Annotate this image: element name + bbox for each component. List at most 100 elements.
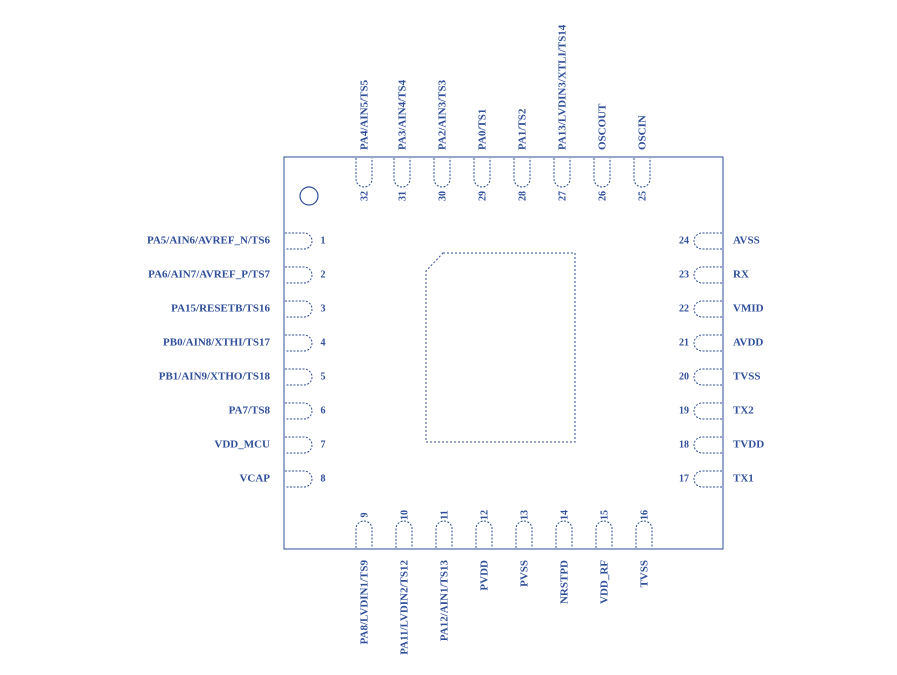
pin-pad-4 <box>285 334 313 352</box>
pin-label-4: PB0/AIN8/XTHI/TS17 <box>163 337 270 349</box>
package-body <box>283 156 724 550</box>
exposed-thermal-pad <box>425 252 576 443</box>
pin-label-23: RX <box>733 269 749 281</box>
pin-label-5: PB1/AIN9/XTHO/TS18 <box>159 371 271 383</box>
pin-number-6: 6 <box>321 405 326 416</box>
pin-label-2: PA6/AIN7/AVREF_P/TS7 <box>148 269 270 281</box>
pin-pad-21 <box>693 334 722 352</box>
pin-pad-30 <box>433 158 451 188</box>
pin-number-32: 32 <box>359 191 370 201</box>
pin-pad-9 <box>355 520 373 548</box>
pin-number-16: 16 <box>639 510 650 520</box>
pin-pad-27 <box>553 158 571 188</box>
pin-number-23: 23 <box>679 269 689 280</box>
pin-number-2: 2 <box>321 269 326 280</box>
pin-number-3: 3 <box>321 303 326 314</box>
pin-pad-14 <box>555 520 573 548</box>
pin-label-32: PA4/AIN5/TS5 <box>359 79 371 150</box>
pin-pad-24 <box>693 232 722 250</box>
pin-number-1: 1 <box>321 235 326 246</box>
pin-label-16: TVSS <box>639 560 651 588</box>
pin-pad-5 <box>285 368 313 386</box>
pin-pad-17 <box>693 470 722 488</box>
pin-pad-32 <box>355 158 373 188</box>
pin-number-21: 21 <box>679 337 689 348</box>
pin-label-9: PA8/LVDIN1/TS9 <box>359 560 371 645</box>
pin-number-17: 17 <box>679 473 689 484</box>
pin-label-21: AVDD <box>733 337 763 349</box>
pin-number-13: 13 <box>519 510 530 520</box>
pin-number-29: 29 <box>477 191 488 201</box>
pin-number-4: 4 <box>321 337 326 348</box>
pin-number-26: 26 <box>597 191 608 201</box>
pin-number-12: 12 <box>479 510 490 520</box>
pin-label-20: TVSS <box>733 371 761 383</box>
pin-pad-1 <box>285 232 313 250</box>
pin-label-31: PA3/AIN4/TS4 <box>397 79 409 150</box>
pin-label-3: PA15/RESETB/TS16 <box>171 303 270 315</box>
pin-pad-31 <box>393 158 411 188</box>
pin-pad-18 <box>693 436 722 454</box>
pin-label-12: PVDD <box>479 560 491 591</box>
pin-number-28: 28 <box>517 191 528 201</box>
pin-label-7: VDD_MCU <box>214 439 270 451</box>
pin-number-31: 31 <box>397 191 408 201</box>
pin-label-26: OSCOUT <box>597 103 609 150</box>
pin-number-10: 10 <box>399 510 410 520</box>
pin-pad-29 <box>473 158 491 188</box>
pin-pad-26 <box>593 158 611 188</box>
pin-pad-2 <box>285 266 313 284</box>
pin-pad-15 <box>595 520 613 548</box>
pin-label-17: TX1 <box>733 473 754 485</box>
pin-pad-28 <box>513 158 531 188</box>
pin-label-27: PA13/LVDIN3/XTLI/TS14 <box>557 24 569 150</box>
pin-number-24: 24 <box>679 235 689 246</box>
pin-label-28: PA1/TS2 <box>517 108 529 150</box>
pin-number-14: 14 <box>559 510 570 520</box>
pin-pad-16 <box>635 520 653 548</box>
pin-label-29: PA0/TS1 <box>477 109 489 150</box>
pin-pad-12 <box>475 520 493 548</box>
pin-number-5: 5 <box>321 371 326 382</box>
pin-label-18: TVDD <box>733 439 764 451</box>
pin-label-13: PVSS <box>519 560 531 587</box>
pin-number-22: 22 <box>679 303 689 314</box>
pin-label-11: PA12/AIN1/TS13 <box>439 560 451 642</box>
pin-label-6: PA7/TS8 <box>229 405 271 417</box>
pin-pad-8 <box>285 470 313 488</box>
pin-number-8: 8 <box>321 473 326 484</box>
pin-pad-19 <box>693 402 722 420</box>
pin-number-25: 25 <box>637 191 648 201</box>
pin-number-18: 18 <box>679 439 689 450</box>
pin-label-22: VMID <box>733 303 764 315</box>
pins-layer: 1 PA5/AIN6/AVREF_N/TS6 2 PA6/AIN7/AVREF_P/T… <box>147 24 764 655</box>
pin-number-19: 19 <box>679 405 689 416</box>
pin-pad-22 <box>693 300 722 318</box>
pin-number-30: 30 <box>437 191 448 201</box>
pin-number-7: 7 <box>321 439 326 450</box>
pin-number-15: 15 <box>599 510 610 520</box>
pin-number-27: 27 <box>557 191 568 201</box>
pin-pad-25 <box>633 158 651 188</box>
pin-label-15: VDD_RF <box>599 560 611 604</box>
pin-pad-10 <box>395 520 413 548</box>
pin-label-10: PA11/LVDIN2/TS12 <box>399 560 411 655</box>
pin-pad-13 <box>515 520 533 548</box>
pin-number-20: 20 <box>679 371 689 382</box>
pin-label-25: OSCIN <box>637 115 649 150</box>
pin-pad-23 <box>693 266 722 284</box>
pin-label-19: TX2 <box>733 405 754 417</box>
pin1-indicator-dot <box>299 186 319 206</box>
pin-label-8: VCAP <box>239 473 270 485</box>
pin-label-30: PA2/AIN3/TS3 <box>437 79 449 150</box>
pin-pad-7 <box>285 436 313 454</box>
pin-pad-20 <box>693 368 722 386</box>
pin-pad-3 <box>285 300 313 318</box>
pin-number-11: 11 <box>439 510 450 519</box>
pin-number-9: 9 <box>359 513 370 518</box>
pin-label-1: PA5/AIN6/AVREF_N/TS6 <box>147 235 271 247</box>
pin-pad-11 <box>435 520 453 548</box>
pin-label-24: AVSS <box>733 235 760 247</box>
